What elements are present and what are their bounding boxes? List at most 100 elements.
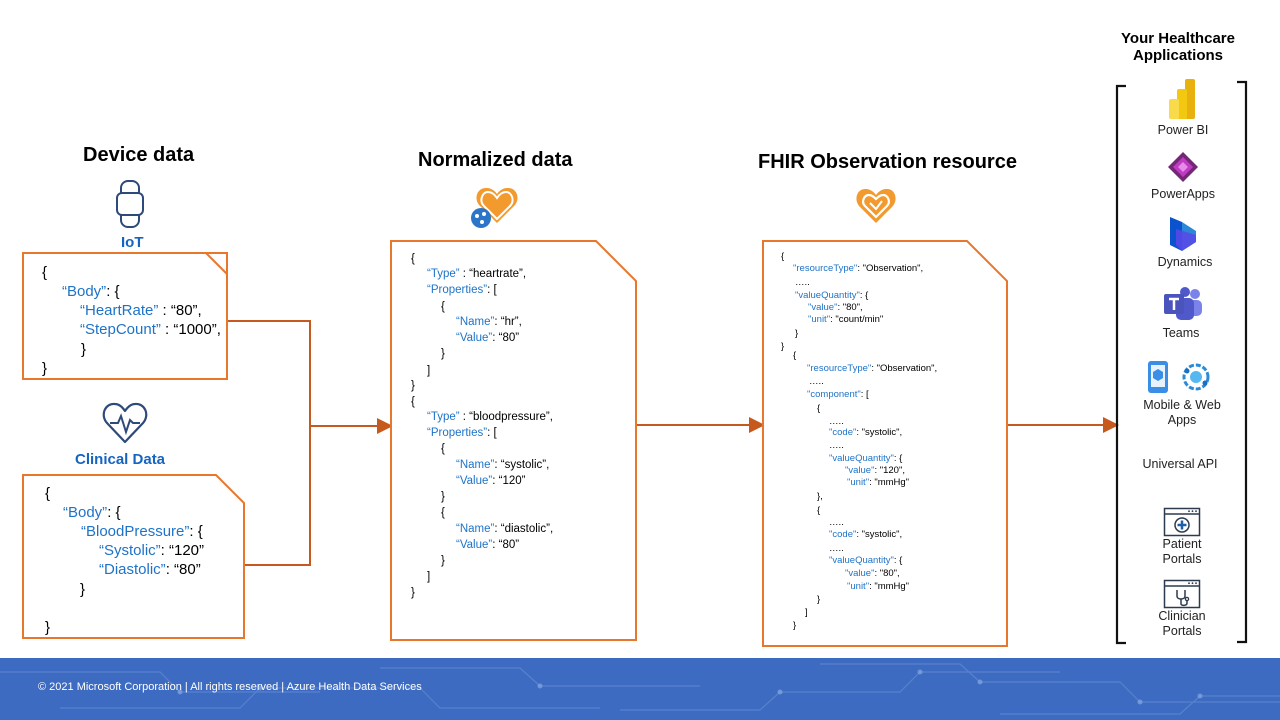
fhir-code-box bbox=[762, 240, 1008, 647]
code-key: "value" bbox=[845, 568, 875, 579]
apps-bracket-left bbox=[1115, 84, 1126, 645]
code-punctuation: { bbox=[781, 251, 785, 262]
teams-icon bbox=[1164, 287, 1202, 320]
code-line: { bbox=[793, 351, 796, 361]
circuit-pattern bbox=[0, 663, 1280, 715]
code-line: “Value”: “80” bbox=[456, 539, 520, 552]
code-key: “BloodPressure” bbox=[81, 523, 190, 540]
dynamics-label: Dynamics bbox=[1157, 255, 1213, 269]
device-data-heading: Device data bbox=[83, 144, 195, 166]
code-key: "valueQuantity" bbox=[829, 555, 894, 566]
code-value: : "mmHg" bbox=[869, 581, 910, 592]
code-punctuation: } bbox=[441, 491, 445, 503]
code-key: “Body” bbox=[63, 504, 108, 521]
powerapps-label: PowerApps bbox=[1151, 187, 1215, 201]
code-line: } bbox=[441, 491, 445, 504]
code-key: "resourceType" bbox=[793, 263, 858, 274]
code-value: : “80” bbox=[492, 332, 520, 344]
code-punctuation: { bbox=[42, 264, 48, 281]
code-key: “Type” bbox=[427, 268, 460, 280]
code-key: “Value” bbox=[456, 332, 493, 344]
code-line: ….. bbox=[809, 377, 824, 387]
code-punctuation: ] bbox=[805, 607, 808, 618]
code-punctuation: ….. bbox=[829, 440, 844, 451]
code-value: : "80", bbox=[874, 568, 900, 579]
code-key: “Name” bbox=[456, 316, 495, 328]
code-key: “Properties” bbox=[427, 427, 488, 439]
clinical-code-box bbox=[22, 474, 245, 639]
code-key: "unit" bbox=[847, 581, 870, 592]
code-line: } bbox=[45, 620, 50, 635]
code-value: : "Observation", bbox=[871, 363, 938, 374]
code-punctuation: ….. bbox=[795, 277, 810, 288]
code-punctuation: ….. bbox=[829, 416, 844, 427]
code-line: “StepCount” : “1000”, bbox=[80, 322, 221, 337]
code-line: "valueQuantity": { bbox=[829, 454, 902, 464]
code-line: { bbox=[411, 253, 415, 266]
code-line: } bbox=[795, 329, 798, 339]
code-line: ….. bbox=[795, 278, 810, 288]
patient-portals-label: Patient Portals bbox=[1162, 537, 1202, 566]
code-line: } bbox=[781, 342, 784, 352]
code-value: : { bbox=[189, 523, 203, 540]
code-punctuation: ] bbox=[427, 365, 431, 377]
code-line: } bbox=[80, 582, 85, 597]
mobile-app-icon bbox=[1148, 361, 1168, 393]
iot-device-icon bbox=[116, 180, 144, 228]
iot-connector bbox=[228, 320, 311, 566]
code-line: { bbox=[817, 404, 820, 414]
code-value: : { bbox=[859, 290, 869, 301]
code-line: “Type” : “heartrate”, bbox=[427, 268, 526, 281]
code-line: “Value”: “80” bbox=[456, 332, 520, 345]
code-line: “Systolic”: “120” bbox=[99, 543, 204, 558]
code-punctuation: } bbox=[781, 341, 785, 352]
normalized-data-heading: Normalized data bbox=[418, 149, 573, 171]
code-line: “Name”: “systolic”, bbox=[456, 459, 549, 472]
code-punctuation: { bbox=[411, 396, 415, 408]
code-line: “Body”: { bbox=[62, 284, 120, 299]
code-value: : "80", bbox=[837, 302, 863, 313]
code-key: “Properties” bbox=[427, 284, 488, 296]
code-punctuation: } bbox=[42, 360, 48, 377]
code-line: } bbox=[81, 342, 86, 357]
code-value: : "count/min" bbox=[830, 314, 884, 325]
code-line: { bbox=[45, 486, 50, 501]
code-key: "code" bbox=[829, 529, 857, 540]
code-line: “BloodPressure”: { bbox=[81, 524, 203, 539]
code-value: : “1000”, bbox=[160, 321, 221, 338]
code-line: “Name”: “hr”, bbox=[456, 316, 522, 329]
code-line: } bbox=[441, 348, 445, 361]
code-line: "resourceType": "Observation", bbox=[793, 264, 923, 274]
fhir-service-icon bbox=[856, 188, 896, 223]
universal-api-label: Universal API bbox=[1142, 457, 1218, 471]
apps-bracket-right bbox=[1237, 80, 1248, 644]
code-line: { bbox=[42, 265, 47, 280]
code-value: : "systolic", bbox=[856, 427, 903, 438]
code-line: ….. bbox=[829, 544, 844, 554]
code-line: "valueQuantity": { bbox=[829, 556, 902, 566]
code-punctuation: }, bbox=[817, 491, 823, 502]
code-line: “Name”: “diastolic”, bbox=[456, 523, 553, 536]
code-punctuation: { bbox=[793, 350, 797, 361]
heart-monitor-icon bbox=[102, 402, 148, 444]
code-punctuation: } bbox=[411, 380, 415, 392]
code-line: { bbox=[441, 507, 445, 520]
code-key: "value" bbox=[845, 465, 875, 476]
patient-portal-icon bbox=[1163, 507, 1201, 537]
code-key: "code" bbox=[829, 427, 857, 438]
code-line: "unit": "count/min" bbox=[808, 315, 883, 325]
code-key: "valueQuantity" bbox=[829, 453, 894, 464]
code-punctuation: } bbox=[45, 619, 51, 636]
code-value: : “80” bbox=[492, 539, 520, 551]
healthcare-apps-heading: Your Healthcare Applications bbox=[1121, 30, 1235, 64]
code-punctuation: { bbox=[411, 253, 415, 265]
code-line: ] bbox=[427, 571, 430, 584]
code-punctuation: ….. bbox=[829, 517, 844, 528]
code-line: "resourceType": "Observation", bbox=[807, 364, 937, 374]
code-line: "code": "systolic", bbox=[829, 530, 902, 540]
code-line: “Value”: “120” bbox=[456, 475, 525, 488]
code-key: “HeartRate” bbox=[80, 302, 159, 319]
code-punctuation: { bbox=[817, 403, 821, 414]
code-line: “HeartRate” : “80”, bbox=[80, 303, 202, 318]
code-line: ….. bbox=[829, 441, 844, 451]
